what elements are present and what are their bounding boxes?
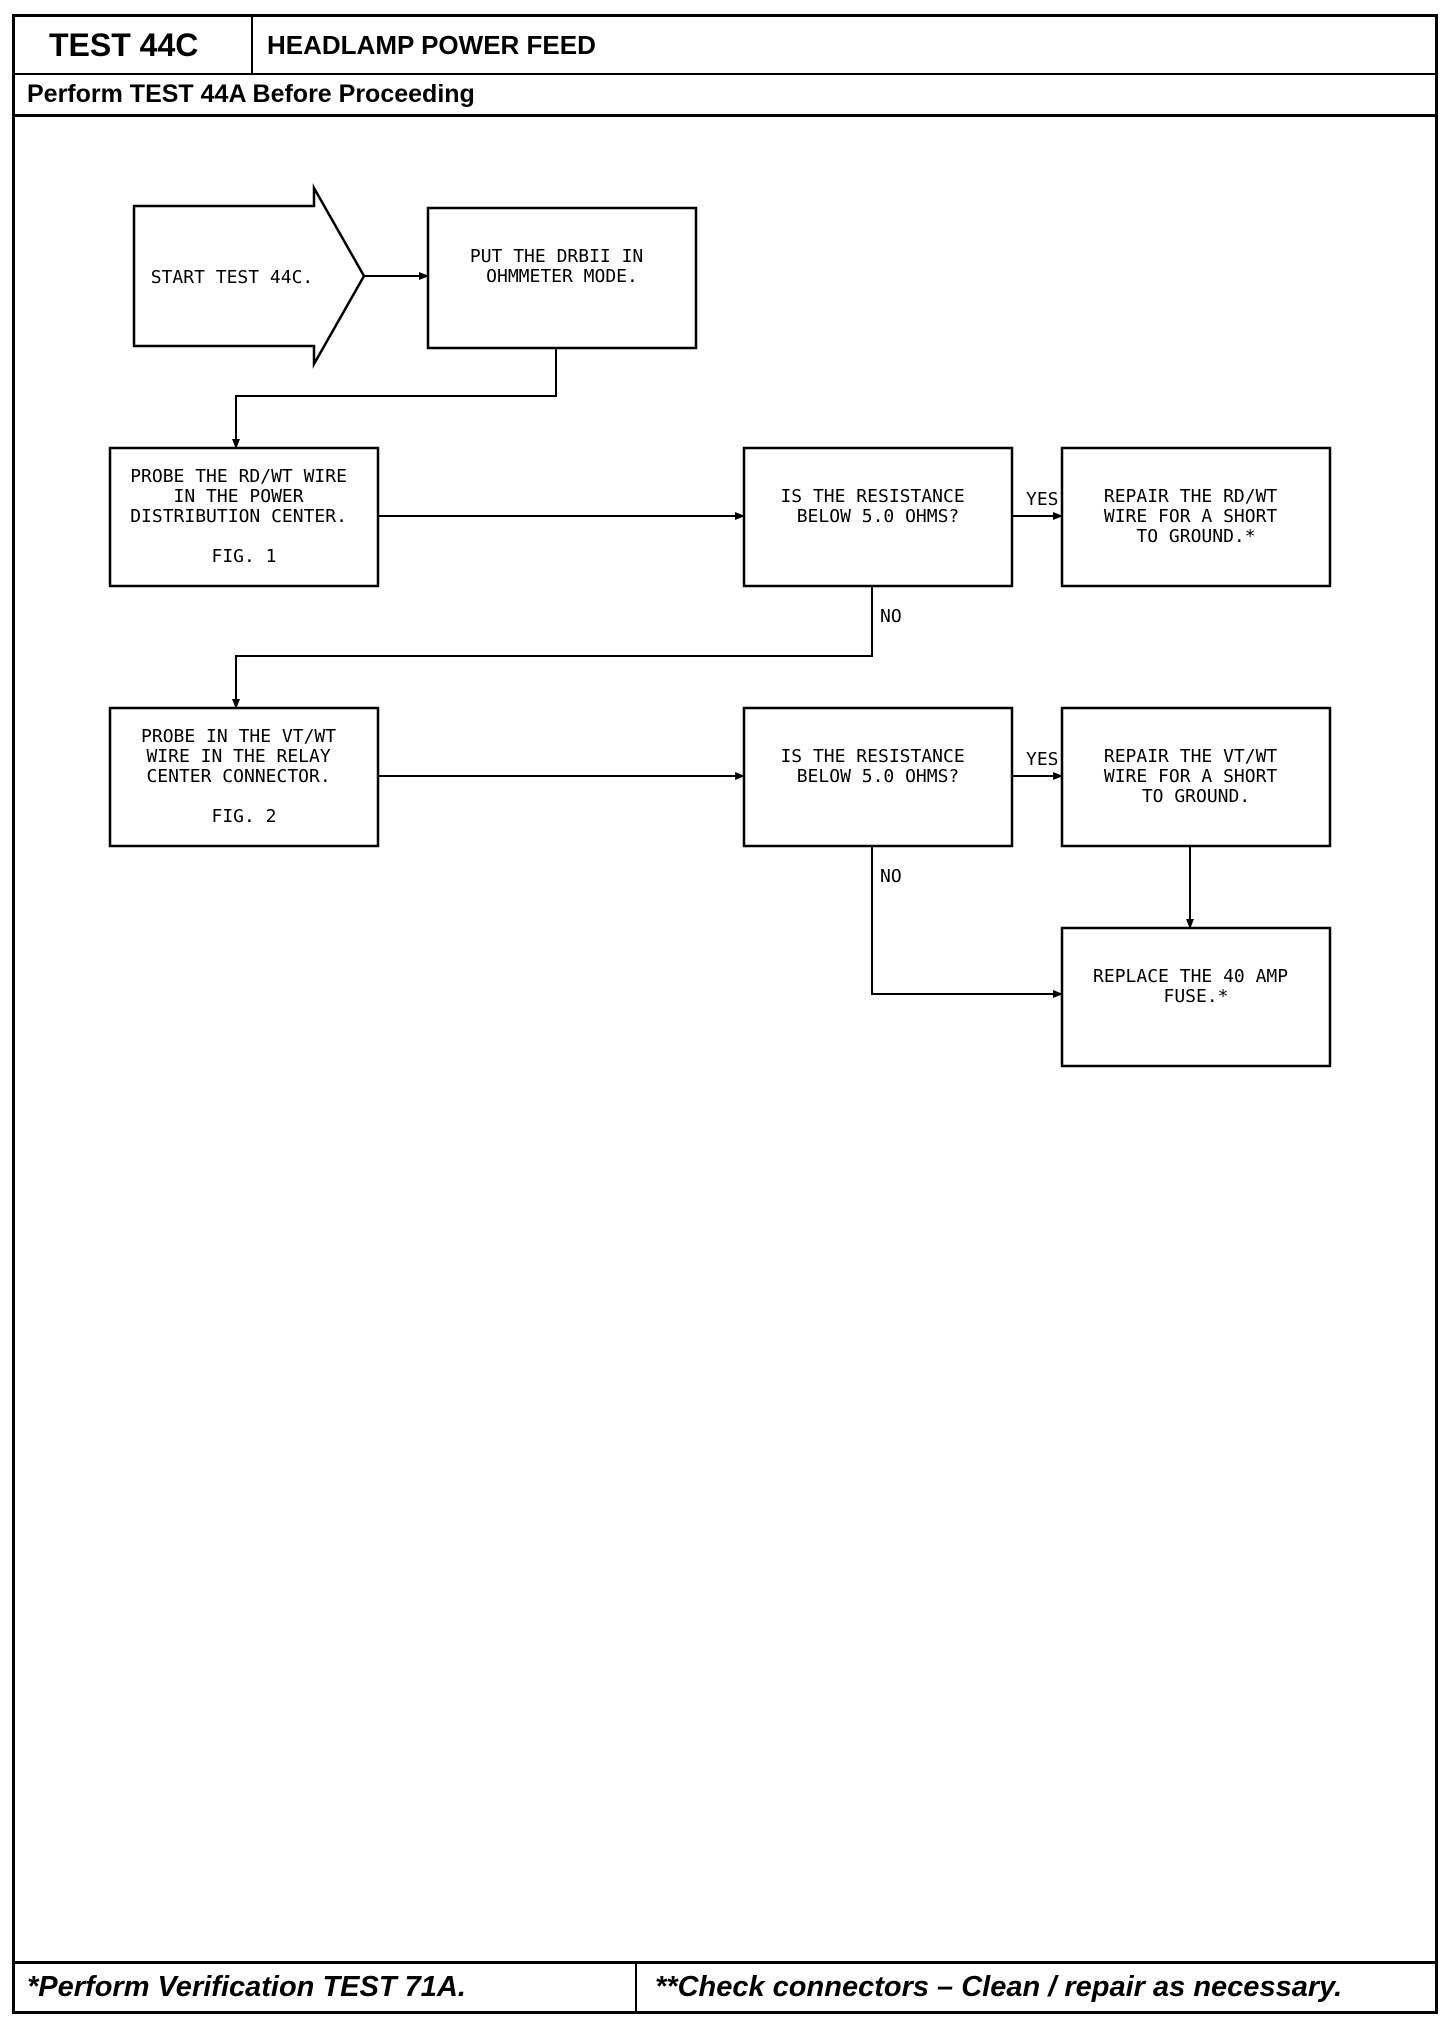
repair-vt-box [1060,706,1332,848]
connector-drb-to-probe-rd [232,348,557,449]
repair-rd-box [1060,446,1332,588]
probe-vt-text: PROBE IN THE VT/WT WIRE IN THE RELAY CEN… [141,726,347,827]
test-title: HEADLAMP POWER FEED [267,30,596,60]
no-label-2: NO [880,866,902,887]
test-id: TEST 44C [15,17,253,73]
prerequisite-note: Perform TEST 44A Before Proceeding [15,75,1435,117]
page-frame: TEST 44C HEADLAMP POWER FEED Perform TES… [12,14,1438,2014]
decision-2-text: IS THE RESISTANCE BELOW 5.0 OHMS? [780,746,975,787]
start-text: START TEST 44C. [151,267,314,288]
footer-connectors-note: **Check connectors – Clean / repair as n… [655,1971,1343,2003]
no-label-1: NO [880,606,902,627]
connector-no-1 [232,586,873,709]
footer-row: *Perform Verification TEST 71A. **Check … [15,1961,1435,2011]
yes-label-2: YES [1026,749,1059,770]
connector-no-2 [871,846,1063,998]
probe-rd-text: PROBE THE RD/WT WIRE IN THE POWER DISTRI… [130,466,358,567]
repair-vt-text: REPAIR THE VT/WT WIRE FOR A SHORT TO GRO… [1104,746,1288,807]
header-row: TEST 44C HEADLAMP POWER FEED [15,17,1435,75]
decision-1-text: IS THE RESISTANCE BELOW 5.0 OHMS? [780,486,975,527]
footer-verification-note: *Perform Verification TEST 71A. [15,1964,637,2011]
replace-fuse-box [1060,926,1332,1068]
start-arrow-shape [132,183,366,369]
yes-label-1: YES [1026,489,1059,510]
repair-rd-text: REPAIR THE RD/WT WIRE FOR A SHORT TO GRO… [1104,486,1288,547]
put-drb-text: PUT THE DRBII IN OHMMETER MODE. [470,246,654,287]
replace-fuse-text: REPLACE THE 40 AMP FUSE.* [1093,966,1299,1007]
